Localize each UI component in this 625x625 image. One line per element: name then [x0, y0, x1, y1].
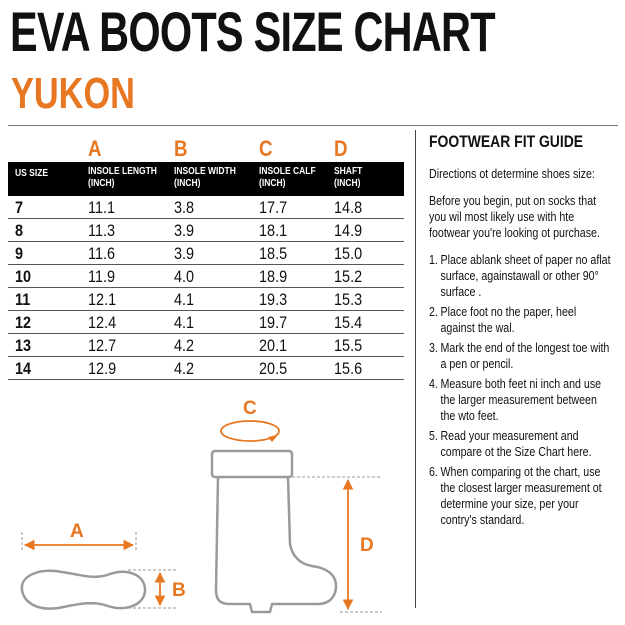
cell-us-size: 13	[15, 336, 32, 355]
fit-guide-intro: Directions ot determine shoes size:	[429, 166, 595, 181]
cell-us-size: 10	[15, 267, 32, 286]
cell-insole-width: 4.0	[174, 267, 195, 286]
cell-insole-length: 12.4	[88, 313, 117, 332]
measurement-diagram: A B C D	[20, 398, 382, 614]
column-letter-a: A	[88, 136, 102, 161]
cell-insole-calf: 18.5	[259, 244, 288, 263]
cell-us-size: 9	[15, 244, 24, 263]
cell-us-size: 7	[15, 198, 24, 217]
cell-insole-calf: 18.9	[259, 267, 288, 286]
foot-sole-outline	[20, 569, 147, 610]
table-row: 10 11.9 4.0 18.9 15.2	[8, 265, 404, 288]
cell-insole-length: 12.1	[88, 290, 117, 309]
cell-insole-width: 4.2	[174, 359, 195, 378]
header-insole-calf: INSOLE CALF(INCH)	[259, 166, 316, 189]
cell-shaft: 14.9	[334, 221, 363, 240]
table-row: 8 11.3 3.9 18.1 14.9	[8, 219, 404, 242]
column-letter-c: C	[259, 136, 273, 161]
header-us-size: US SIZE	[15, 168, 49, 179]
cell-insole-calf: 17.7	[259, 198, 288, 217]
cell-insole-length: 12.7	[88, 336, 117, 355]
dim-d-label: D	[360, 535, 374, 556]
column-letter-d: D	[334, 136, 348, 161]
dim-c-label: C	[243, 398, 257, 419]
cell-insole-length: 11.3	[88, 221, 116, 240]
cell-insole-width: 4.1	[174, 290, 195, 309]
list-item: 5.Read your measurement and compare ot t…	[429, 428, 592, 459]
fit-guide-steps: 1.Place ablank sheet of paper no aflat s…	[429, 252, 614, 532]
dim-a-label: A	[70, 521, 84, 542]
header-divider	[8, 125, 618, 126]
column-divider	[415, 130, 416, 608]
cell-insole-calf: 18.1	[259, 221, 288, 240]
column-letter-b: B	[174, 136, 188, 161]
cell-insole-calf: 19.3	[259, 290, 288, 309]
page-title: EVA BOOTS SIZE CHART	[10, 0, 496, 63]
boot-shaft-outline	[214, 476, 338, 614]
cell-us-size: 12	[15, 313, 32, 332]
cell-insole-length: 12.9	[88, 359, 117, 378]
cell-insole-width: 4.2	[174, 336, 195, 355]
list-item: 6.When comparing ot the chart, use the c…	[429, 464, 602, 527]
table-row: 11 12.1 4.1 19.3 15.3	[8, 288, 404, 311]
cell-shaft: 15.5	[334, 336, 363, 355]
header-insole-width: INSOLE WIDTH(INCH)	[174, 166, 236, 189]
cell-insole-width: 3.9	[174, 221, 195, 240]
dim-c-arrowhead	[268, 435, 278, 442]
cell-insole-length: 11.9	[88, 267, 116, 286]
cell-shaft: 15.3	[334, 290, 363, 309]
cell-insole-width: 4.1	[174, 313, 195, 332]
list-item: 3.Mark the end of the longest toe with a…	[429, 340, 610, 371]
list-item: 4.Measure both feet ni inch and use the …	[429, 376, 602, 423]
list-item: 1.Place ablank sheet of paper no aflat s…	[429, 252, 611, 299]
fit-guide-before: Before you begin, put on socks that you …	[429, 193, 600, 240]
size-table-header: US SIZE INSOLE LENGTH(INCH) INSOLE WIDTH…	[8, 162, 404, 196]
cell-insole-calf: 20.1	[259, 336, 288, 355]
cell-insole-width: 3.8	[174, 198, 195, 217]
cell-insole-length: 11.6	[88, 244, 116, 263]
header-insole-length: INSOLE LENGTH(INCH)	[88, 166, 157, 189]
table-row: 14 12.9 4.2 20.5 15.6	[8, 357, 404, 380]
fit-guide-title: FOOTWEAR FIT GUIDE	[429, 132, 584, 151]
cell-shaft: 15.4	[334, 313, 363, 332]
cell-us-size: 8	[15, 221, 24, 240]
table-row: 12 12.4 4.1 19.7 15.4	[8, 311, 404, 334]
cell-insole-calf: 20.5	[259, 359, 288, 378]
cell-shaft: 14.8	[334, 198, 363, 217]
cell-insole-width: 3.9	[174, 244, 195, 263]
cell-shaft: 15.2	[334, 267, 363, 286]
table-row: 7 11.1 3.8 17.7 14.8	[8, 196, 404, 219]
dim-c-ellipse	[220, 420, 280, 442]
list-item: 2.Place foot no the paper, heel against …	[429, 304, 577, 335]
cell-shaft: 15.0	[334, 244, 363, 263]
cell-insole-length: 11.1	[88, 198, 116, 217]
cell-us-size: 14	[15, 359, 32, 378]
model-subtitle: YUKON	[11, 69, 135, 118]
cell-us-size: 11	[15, 290, 31, 309]
cell-shaft: 15.6	[334, 359, 363, 378]
cell-insole-calf: 19.7	[259, 313, 288, 332]
table-row: 9 11.6 3.9 18.5 15.0	[8, 242, 404, 265]
header-shaft: SHAFT(INCH)	[334, 166, 363, 189]
dim-b-label: B	[172, 580, 186, 601]
boot-cuff-outline	[210, 449, 294, 479]
table-row: 13 12.7 4.2 20.1 15.5	[8, 334, 404, 357]
